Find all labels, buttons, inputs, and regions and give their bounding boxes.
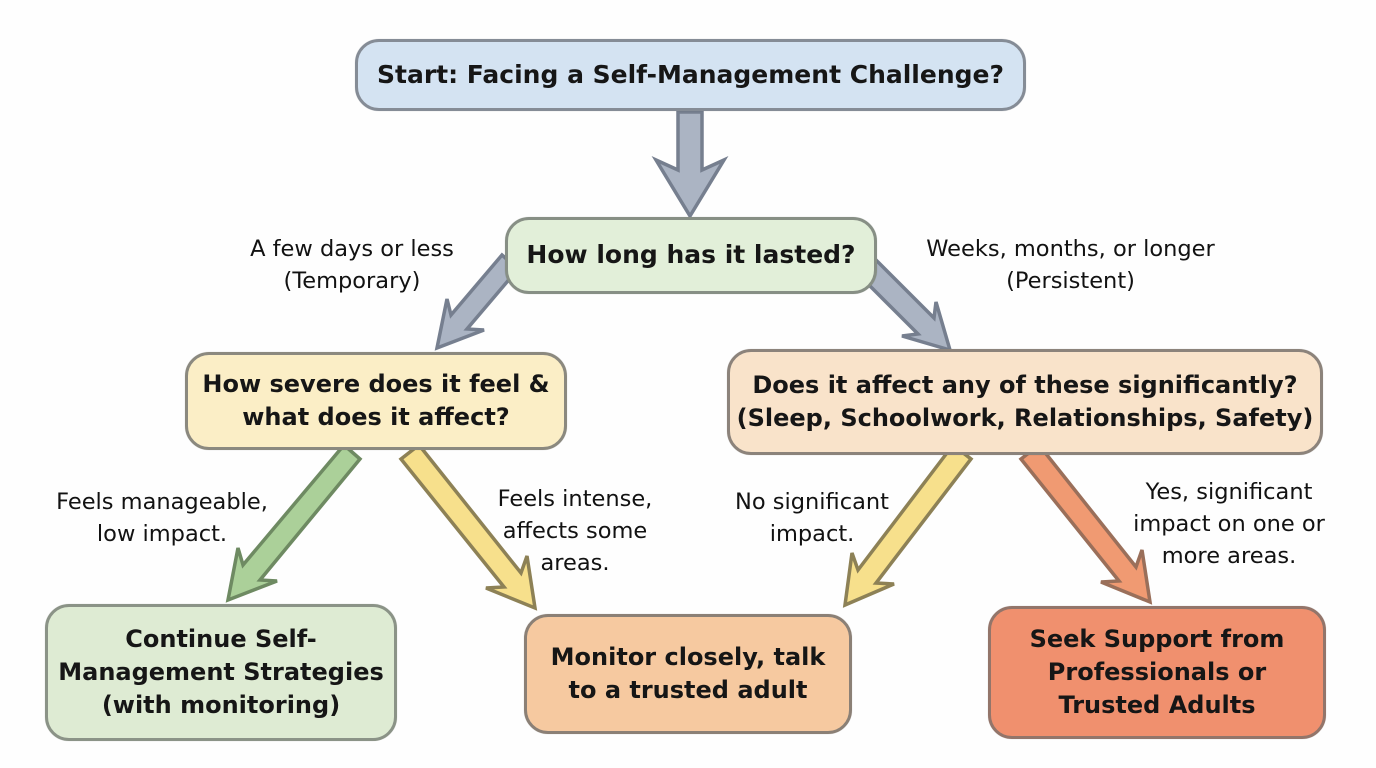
flow-node-monitor-closely: Monitor closely, talk to a trusted adult [524,614,852,734]
arrow-duration-to-impact-icon [851,251,953,353]
edge-label-temporary: A few days or less (Temporary) [250,236,454,294]
flow-node-severity-text: How severe does it feel & what does it a… [202,369,550,431]
edge-label-intense-affects-areas: Feels intense, affects some areas. [497,486,653,576]
arrow-severity-to-monitor-icon [398,442,538,611]
flow-node-continue-self-management: Continue Self- Management Strategies (wi… [45,604,397,741]
flow-node-duration-text: How long has it lasted? [526,240,856,270]
arrow-start-to-duration-icon [651,110,729,220]
flow-node-start: Start: Facing a Self-Management Challeng… [355,39,1026,111]
flow-node-seek-text: Seek Support from Professionals or Trust… [1029,624,1285,720]
flow-node-impact: Does it affect any of these significantl… [727,349,1323,455]
flow-node-seek-support: Seek Support from Professionals or Trust… [988,606,1326,739]
flow-node-duration: How long has it lasted? [505,217,877,294]
arrow-severity-to-continue-icon [225,442,363,603]
edge-label-manageable-low-impact: Feels manageable, low impact. [56,489,268,547]
edge-label-yes-significant-impact: Yes, significant impact on one or more a… [1133,479,1325,569]
flow-node-impact-text: Does it affect any of these significantl… [736,370,1314,432]
arrow-impact-to-monitor-icon [842,442,974,608]
edge-label-no-significant-impact: No significant impact. [735,489,889,547]
flow-node-start-text: Start: Facing a Self-Management Challeng… [377,59,1004,89]
edge-label-persistent: Weeks, months, or longer (Persistent) [926,236,1215,294]
arrow-impact-to-seek-icon [1018,442,1153,605]
flow-node-continue-text: Continue Self- Management Strategies (wi… [58,624,384,720]
flow-node-monitor-text: Monitor closely, talk to a trusted adult [550,642,826,704]
flow-node-severity: How severe does it feel & what does it a… [185,352,567,450]
